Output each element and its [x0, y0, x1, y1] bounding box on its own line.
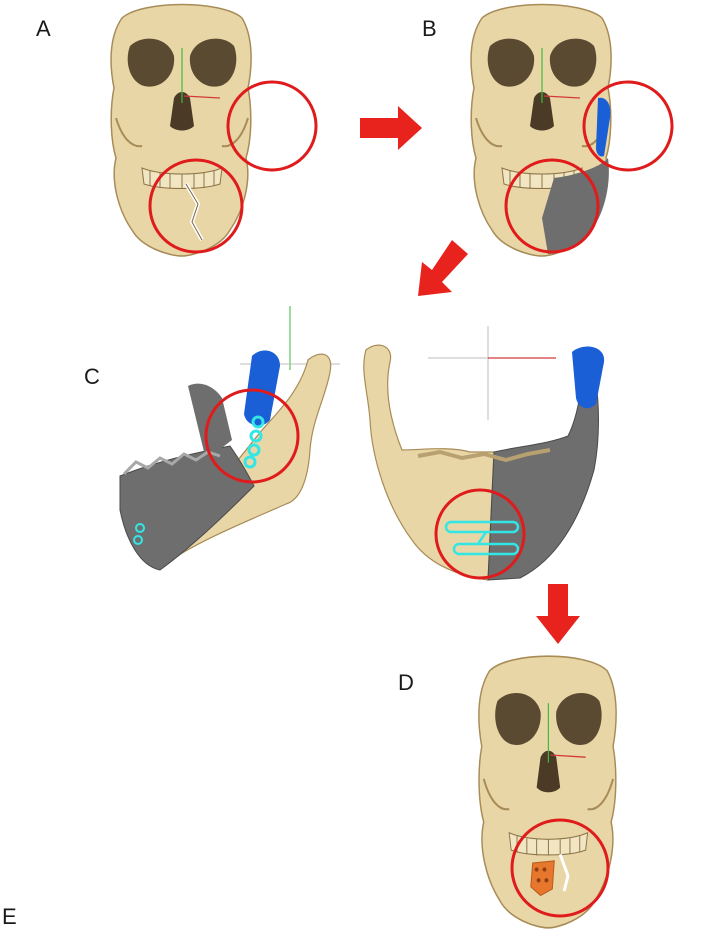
skull-front-icon	[477, 655, 618, 929]
highlight-circle-a-chin	[148, 158, 244, 254]
highlight-circle-b-chin	[504, 158, 600, 254]
skull-front-icon	[470, 3, 613, 257]
panel-label-d: D	[398, 670, 414, 695]
panel-label-b: B	[422, 16, 437, 41]
highlight-circle-b-right	[582, 80, 674, 172]
mandible-side-icon	[119, 306, 340, 571]
highlight-circle-d-chin	[510, 818, 610, 918]
highlight-circle-c-right	[434, 488, 526, 580]
arrow-right-icon	[360, 106, 422, 150]
panel-label-a: A	[36, 16, 51, 41]
skull-front-icon	[110, 3, 253, 257]
arrow-down-icon	[536, 584, 580, 644]
arrow-down-left-icon	[418, 240, 468, 296]
highlight-circle-c-left	[204, 388, 300, 484]
panel-label-c: C	[84, 364, 100, 389]
highlight-circle-a-right	[226, 80, 318, 172]
mandible-front-icon	[363, 326, 605, 581]
panel-label-e: E	[2, 904, 17, 929]
